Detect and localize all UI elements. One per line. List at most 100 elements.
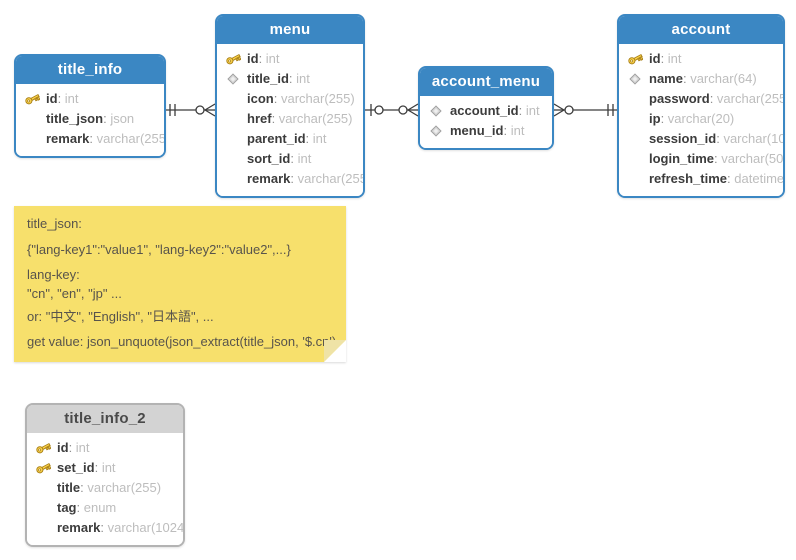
field-name: sort_id	[247, 151, 291, 166]
field-name: title_json	[46, 111, 104, 126]
key-icon	[226, 53, 242, 65]
key-icon-holder	[225, 51, 242, 67]
field-row-title[interactable]: titlevarchar(255)	[33, 478, 177, 498]
table-title: title_info	[16, 56, 164, 84]
key-icon-holder	[627, 51, 644, 67]
field-row-id[interactable]: idint	[22, 89, 158, 109]
note-line: "cn", "en", "jp" ...	[27, 286, 122, 301]
field-name: tag	[57, 500, 77, 515]
field-type: varchar(100)	[716, 131, 783, 146]
field-name: remark	[247, 171, 291, 186]
note-fold-corner	[324, 340, 346, 362]
table-field-list: idinttitle_jsonjsonremarkvarchar(255)	[16, 84, 164, 156]
field-type: varchar(64)	[683, 71, 757, 86]
field-row-title_id[interactable]: title_idint	[223, 69, 357, 89]
field-name: icon	[247, 91, 274, 106]
field-type: int	[661, 51, 682, 66]
field-name: id	[46, 91, 58, 106]
field-name: set_id	[57, 460, 95, 475]
field-row-session_id[interactable]: session_idvarchar(100)	[625, 129, 783, 149]
note-line: lang-key:	[27, 267, 80, 282]
diamond-icon-holder	[428, 103, 444, 119]
relationship-title_info-menu[interactable]	[166, 103, 216, 117]
sticky-note[interactable]: title_json: {"lang-key1":"value1", "lang-…	[14, 206, 346, 362]
table-field-list: idintnamevarchar(64)passwordvarchar(255)…	[619, 44, 783, 196]
field-row-login_time[interactable]: login_timevarchar(50)	[625, 149, 783, 169]
field-name: parent_id	[247, 131, 306, 146]
field-name: remark	[46, 131, 90, 146]
key-icon-holder	[35, 440, 52, 456]
table-title_info[interactable]: title_infoidinttitle_jsonjsonremarkvarch…	[14, 54, 166, 158]
key-icon	[36, 442, 52, 454]
field-row-parent_id[interactable]: parent_idint	[223, 129, 357, 149]
field-type: enum	[77, 500, 117, 515]
field-type: varchar(255)	[274, 91, 355, 106]
diamond-icon-holder	[225, 71, 241, 87]
note-line: title_json:	[27, 216, 82, 231]
field-type: varchar(20)	[661, 111, 735, 126]
diamond-icon-holder	[627, 71, 643, 87]
table-menu[interactable]: menuidinttitle_idinticonvarchar(255)href…	[215, 14, 365, 198]
field-row-name[interactable]: namevarchar(64)	[625, 69, 777, 89]
field-type: int	[289, 71, 310, 86]
field-type: datetime	[727, 171, 783, 186]
note-line: get value: json_unquote(json_extract(tit…	[27, 334, 337, 349]
field-row-menu_id[interactable]: menu_idint	[426, 121, 546, 141]
relationship-menu-account_menu[interactable]	[365, 103, 419, 117]
table-title_info_2[interactable]: title_info_2idintset_idinttitlevarchar(2…	[25, 403, 185, 547]
field-row-icon[interactable]: iconvarchar(255)	[223, 89, 357, 109]
table-account[interactable]: accountidintnamevarchar(64)passwordvarch…	[617, 14, 785, 198]
field-name: menu_id	[450, 123, 504, 138]
field-type: int	[519, 103, 540, 118]
field-row-remark[interactable]: remarkvarchar(255)	[22, 129, 164, 149]
field-row-account_id[interactable]: account_idint	[426, 101, 546, 121]
field-type: varchar(255)	[89, 131, 164, 146]
field-type: varchar(50)	[714, 151, 783, 166]
table-field-list: idinttitle_idinticonvarchar(255)hrefvarc…	[217, 44, 363, 196]
key-icon	[628, 53, 644, 65]
field-row-remark[interactable]: remarkvarchar(1024)	[33, 518, 183, 538]
field-row-id[interactable]: idint	[223, 49, 357, 69]
field-type: int	[259, 51, 280, 66]
field-name: password	[649, 91, 710, 106]
field-row-set_id[interactable]: set_idint	[33, 458, 177, 478]
field-name: ip	[649, 111, 661, 126]
note-fold-cut	[324, 340, 346, 362]
field-row-id[interactable]: idint	[33, 438, 177, 458]
field-name: title_id	[247, 71, 289, 86]
field-name: title	[57, 480, 81, 495]
relationship-account_menu-account[interactable]	[553, 103, 617, 117]
field-row-sort_id[interactable]: sort_idint	[223, 149, 357, 169]
field-row-remark[interactable]: remarkvarchar(255)	[223, 169, 363, 189]
field-row-password[interactable]: passwordvarchar(255)	[625, 89, 783, 109]
field-name: refresh_time	[649, 171, 728, 186]
field-type: varchar(1024)	[100, 520, 183, 535]
table-title: account_menu	[420, 68, 552, 96]
field-type: int	[306, 131, 327, 146]
field-type: int	[58, 91, 79, 106]
field-row-ip[interactable]: ipvarchar(20)	[625, 109, 777, 129]
field-row-href[interactable]: hrefvarchar(255)	[223, 109, 357, 129]
field-row-title_json[interactable]: title_jsonjson	[22, 109, 158, 129]
table-title: account	[619, 16, 783, 44]
field-type: json	[103, 111, 134, 126]
field-name: account_id	[450, 103, 519, 118]
field-type: int	[69, 440, 90, 455]
diamond-icon	[430, 125, 442, 137]
diamond-icon	[227, 73, 239, 85]
diamond-icon	[430, 105, 442, 117]
note-line: {"lang-key1":"value1", "lang-key2":"valu…	[27, 242, 291, 257]
field-row-id[interactable]: idint	[625, 49, 777, 69]
key-icon	[36, 462, 52, 474]
field-name: login_time	[649, 151, 715, 166]
field-type: int	[290, 151, 311, 166]
field-row-tag[interactable]: tagenum	[33, 498, 177, 518]
field-row-refresh_time[interactable]: refresh_timedatetime	[625, 169, 783, 189]
field-name: id	[649, 51, 661, 66]
diamond-icon-holder	[428, 123, 444, 139]
field-type: int	[95, 460, 116, 475]
field-type: varchar(255)	[80, 480, 161, 495]
key-icon-holder	[24, 91, 41, 107]
